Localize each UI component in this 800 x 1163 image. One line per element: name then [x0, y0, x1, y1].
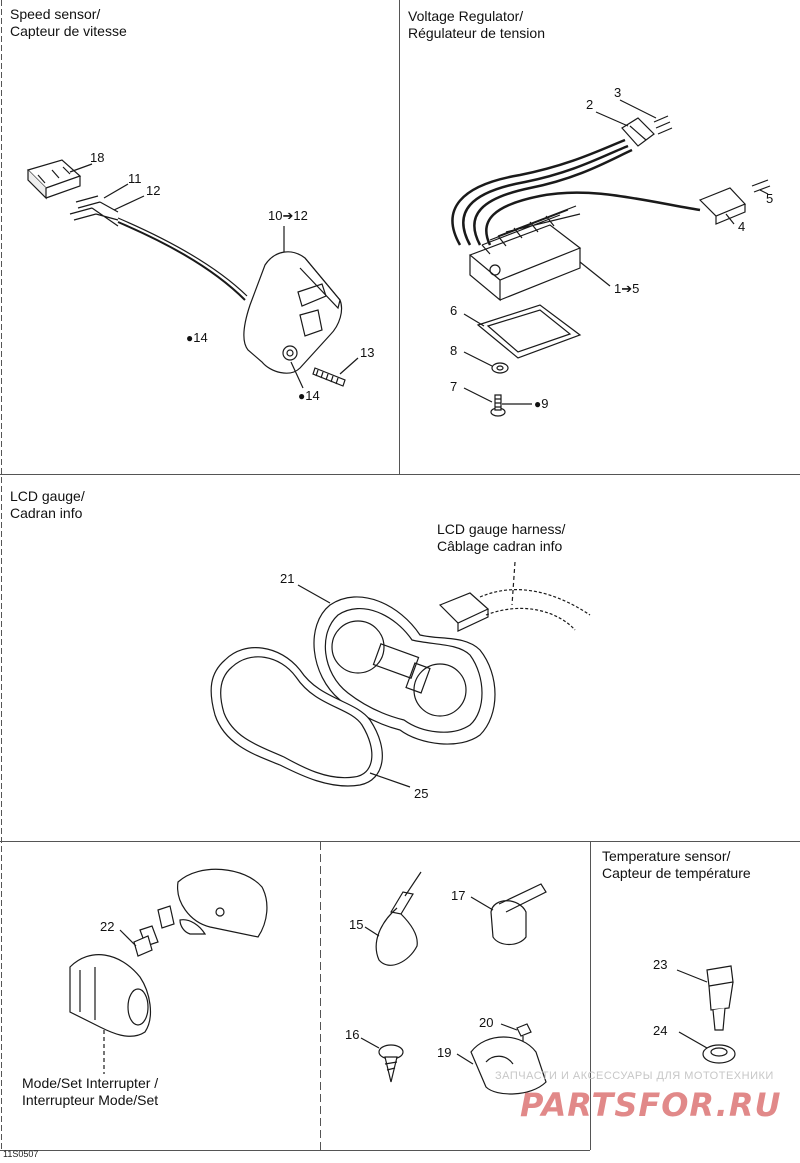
callout-16: 16 — [345, 1027, 360, 1042]
pins-11-12-icon — [69, 195, 119, 227]
speed-sensor-drawing — [26, 159, 359, 389]
mode-set-body-icon — [69, 954, 152, 1037]
callout-3: 3 — [614, 85, 622, 100]
callout-14a: ●14 — [186, 330, 208, 346]
hardware-drawing — [360, 871, 547, 1095]
clamp-17-icon — [490, 883, 547, 946]
callout-10-12: 10➔12 — [268, 208, 308, 223]
callout-20: 20 — [479, 1015, 494, 1030]
connector-2-icon — [621, 117, 655, 147]
mode-set-label: Mode/Set Interrupter / Interrupteur Mode… — [22, 1075, 159, 1108]
hardware-panel: 15 17 20 16 19 — [321, 842, 591, 1150]
callout-14b-text: 14 — [305, 388, 320, 403]
drop-icon: ● — [298, 389, 306, 403]
lcd-bezel-icon — [210, 647, 383, 787]
callout-21: 21 — [280, 571, 295, 586]
gasket-6-icon — [476, 304, 582, 359]
voltage-regulator-body-icon — [468, 205, 582, 302]
callout-14a-text: 14 — [193, 330, 208, 345]
lcd-gauge-panel: LCD gauge/ Cadran info LCD gauge harness… — [0, 475, 800, 841]
drop-icon: ● — [534, 397, 542, 411]
callout-9: ●9 — [534, 396, 549, 412]
mode-set-drawing — [69, 868, 268, 1074]
callout-15: 15 — [349, 917, 364, 932]
connector-18-icon — [26, 159, 82, 200]
speed-sensor-title: Speed sensor/ Capteur de vitesse — [10, 6, 127, 39]
clamp-19-icon — [470, 1036, 547, 1095]
lcd-harness-label: LCD gauge harness/ Câblage cadran info — [437, 521, 566, 554]
pins-5-icon — [751, 179, 771, 193]
temperature-sensor-panel: Temperature sensor/ Capteur de températu… — [591, 842, 800, 1150]
callout-24: 24 — [653, 1023, 668, 1038]
callout-17: 17 — [451, 888, 466, 903]
callout-7: 7 — [450, 379, 458, 394]
callout-5: 5 — [766, 191, 774, 206]
callout-1-5: 1➔5 — [614, 281, 640, 296]
temperature-sensor-title: Temperature sensor/ Capteur de températu… — [602, 848, 751, 881]
button-icon — [157, 905, 175, 929]
connector-4-icon — [698, 187, 747, 225]
callout-22: 22 — [100, 919, 115, 934]
switch-22-icon — [133, 935, 153, 957]
callout-4: 4 — [738, 219, 746, 234]
voltage-regulator-title: Voltage Regulator/ Régulateur de tension — [408, 8, 545, 41]
washer-24-icon — [702, 1044, 736, 1064]
drawing-id: 11S0507 — [3, 1149, 39, 1159]
callout-19: 19 — [437, 1045, 452, 1060]
watermark-subtitle: ЗАПЧАСТИ И АКСЕССУАРЫ ДЛЯ МОТОТЕХНИКИ — [495, 1070, 774, 1082]
callout-12: 12 — [146, 183, 161, 198]
lcd-harness-icon — [438, 589, 591, 632]
callout-23: 23 — [653, 957, 668, 972]
lcd-gauge-title: LCD gauge/ Cadran info — [10, 488, 85, 521]
lcd-gauge-drawing — [210, 561, 591, 788]
temperature-sensor-23-icon — [706, 965, 734, 1031]
callout-18: 18 — [90, 150, 105, 165]
mode-set-housing-icon — [177, 868, 268, 938]
screw-16-icon — [378, 1044, 404, 1083]
callout-9-text: 9 — [541, 396, 549, 411]
voltage-regulator-drawing — [451, 99, 771, 417]
lcd-gauge-body-icon — [313, 596, 496, 745]
pins-3-icon — [653, 115, 673, 135]
callout-14b: ●14 — [298, 388, 320, 404]
screw-13-icon — [312, 367, 346, 387]
callout-8: 8 — [450, 343, 458, 358]
washer-8-icon — [491, 362, 509, 374]
voltage-regulator-panel: Voltage Regulator/ Régulateur de tension — [400, 0, 800, 474]
mode-set-panel: Mode/Set Interrupter / Interrupteur Mode… — [0, 842, 320, 1150]
callout-13: 13 — [360, 345, 375, 360]
callout-6: 6 — [450, 303, 458, 318]
callout-2: 2 — [586, 97, 594, 112]
callout-25: 25 — [414, 786, 429, 801]
bolt-7-icon — [490, 394, 506, 417]
temperature-sensor-drawing — [676, 965, 736, 1064]
callout-11: 11 — [128, 171, 142, 186]
speed-sensor-body-icon — [243, 251, 343, 374]
cable-tie-15-icon — [375, 871, 422, 966]
drop-icon: ● — [186, 331, 194, 345]
watermark-logo: PARTSFOR.RU — [520, 1086, 782, 1124]
speed-sensor-panel: Speed sensor/ Capteur de vitesse — [0, 0, 400, 474]
